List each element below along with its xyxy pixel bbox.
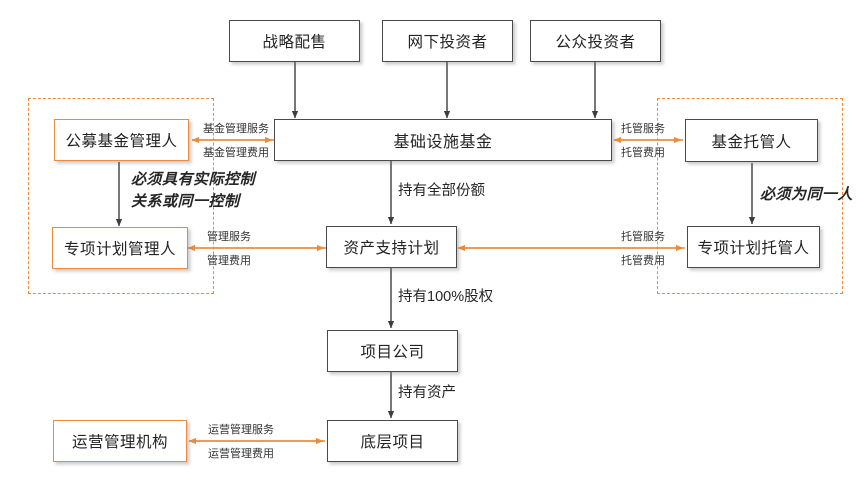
node-special-plan-manager[interactable]: 专项计划管理人	[52, 227, 188, 269]
label-fund-mgmt-service: 基金管理服务	[203, 123, 269, 135]
label-hold-assets: 持有资产	[398, 385, 456, 401]
node-offline-investor[interactable]: 网下投资者	[382, 20, 513, 62]
label-mgmt-fee: 管理费用	[207, 255, 251, 267]
label-hold-all-shares: 持有全部份额	[398, 183, 485, 199]
node-label: 专项计划托管人	[697, 240, 810, 257]
node-label: 基础设施基金	[393, 134, 493, 151]
node-label: 公众投资者	[555, 34, 636, 51]
node-base-project[interactable]: 底层项目	[327, 420, 458, 462]
node-label: 战略配售	[262, 34, 327, 51]
region-left-control	[28, 98, 214, 294]
node-label: 公募基金管理人	[65, 133, 178, 150]
note-control-relationship-line2: 关系或同一控制	[131, 193, 240, 210]
label-trust-fee-fund: 托管费用	[621, 147, 665, 159]
label-ops-mgmt-service: 运营管理服务	[208, 424, 274, 436]
note-control-relationship-line1: 必须具有实际控制	[131, 171, 256, 188]
node-label: 基金托管人	[711, 133, 792, 151]
node-fund-trustee[interactable]: 基金托管人	[685, 119, 818, 162]
node-strategic-placement[interactable]: 战略配售	[229, 20, 360, 62]
node-label: 运营管理机构	[71, 434, 168, 451]
label-trust-fee-plan: 托管费用	[621, 255, 665, 267]
label-mgmt-service: 管理服务	[207, 231, 251, 243]
region-right-trustee	[657, 98, 843, 294]
node-label: 专项计划管理人	[63, 241, 176, 258]
node-operation-manager[interactable]: 运营管理机构	[53, 420, 187, 462]
label-trust-service-fund: 托管服务	[621, 123, 665, 135]
node-public-fund-manager[interactable]: 公募基金管理人	[54, 119, 189, 161]
node-project-company[interactable]: 项目公司	[327, 330, 458, 372]
node-infrastructure-fund[interactable]: 基础设施基金	[274, 119, 612, 161]
node-asset-backed-plan[interactable]: 资产支持计划	[326, 226, 457, 268]
node-special-plan-trustee[interactable]: 专项计划托管人	[687, 226, 820, 268]
label-hold-100-equity: 持有100%股权	[398, 289, 494, 305]
node-label: 项目公司	[360, 344, 425, 361]
note-same-person: 必须为同一人	[760, 186, 854, 203]
node-label: 底层项目	[360, 434, 425, 451]
node-label: 网下投资者	[407, 34, 488, 51]
node-public-investor[interactable]: 公众投资者	[530, 20, 661, 62]
label-fund-mgmt-fee: 基金管理费用	[203, 147, 269, 159]
node-label: 资产支持计划	[343, 240, 440, 257]
label-ops-mgmt-fee: 运营管理费用	[208, 448, 274, 460]
label-trust-service-plan: 托管服务	[621, 231, 665, 243]
